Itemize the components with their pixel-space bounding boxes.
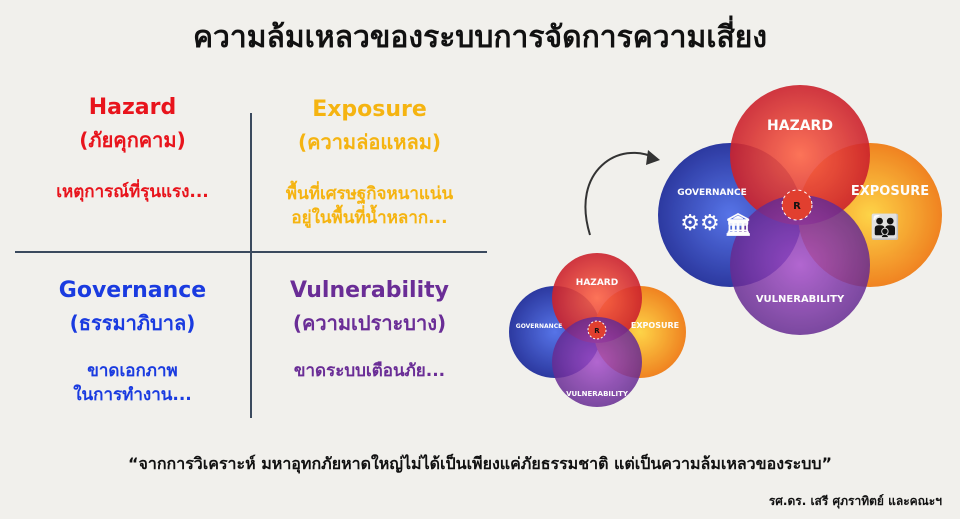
vulnerability-circle — [552, 317, 642, 407]
risk-center — [587, 320, 607, 340]
small-venn: HAZARD GOVERNANCE EXPOSURE VULNERABILITY… — [509, 253, 686, 407]
hazard-label: HAZARD — [576, 278, 618, 288]
exposure-label: EXPOSURE — [851, 184, 929, 199]
risk-label: R — [594, 327, 600, 335]
thai-heading: (ธรรมาภิบาล) — [69, 311, 196, 335]
description-line: ขาดเอกภาพ — [87, 361, 178, 381]
description-line: อยู่ในพื้นที่น้ำหลาก... — [291, 208, 448, 228]
hazard-label: HAZARD — [767, 118, 833, 134]
description: ขาดระบบเตือนภัย... — [293, 361, 446, 381]
description: ขาดเอกภาพในการทำงาน... — [15, 359, 250, 407]
thai-heading: (ภัยคุกคาม) — [79, 128, 186, 152]
description-line: ในการทำงาน... — [73, 385, 192, 405]
slide-title: ความล้มเหลวของระบบการจัดการความเสี่ยง — [192, 20, 768, 55]
hazard-circle — [552, 253, 642, 343]
description-line: พื้นที่เศรษฐกิจหนาแน่น — [285, 184, 454, 204]
quadrant-exposure: Exposure (ความล่อแหลม) พื้นที่เศรษฐกิจหน… — [252, 97, 487, 230]
gears-icon: ⚙⚙ — [680, 211, 719, 236]
people-icon: 👪 — [870, 213, 900, 241]
governance-label: GOVERNANCE — [677, 188, 747, 198]
quadrant-vulnerability: Vulnerability (ความเปราะบาง) ขาดระบบเตือ… — [252, 278, 487, 383]
arrow-head-icon — [646, 150, 660, 165]
heading: Hazard — [88, 95, 177, 120]
description: เหตุการณ์ที่รุนแรง... — [56, 182, 209, 202]
large-venn: HAZARD GOVERNANCE EXPOSURE VULNERABILITY… — [658, 85, 942, 335]
heading: Governance — [58, 278, 207, 303]
governance-label: GOVERNANCE — [516, 323, 562, 330]
description: พื้นที่เศรษฐกิจหนาแน่นอยู่ในพื้นที่น้ำหล… — [252, 182, 487, 230]
author-credit: รศ.ดร. เสรี ศุภราทิตย์ และคณะฯ — [768, 494, 942, 508]
vertical-divider — [250, 113, 252, 418]
vulnerability-circle — [730, 195, 870, 335]
quote: “จากการวิเคราะห์ มหาอุทกภัยหาดใหญ่ไม่ได้… — [127, 454, 833, 473]
heading: Vulnerability — [290, 278, 449, 303]
heading: Exposure — [312, 97, 427, 122]
government-building-icon: 🏛 — [724, 212, 752, 238]
quadrant-governance: Governance (ธรรมาภิบาล) ขาดเอกภาพในการทำ… — [15, 278, 250, 407]
thai-heading: (ความล่อแหลม) — [297, 130, 442, 154]
thai-heading: (ความเปราะบาง) — [292, 311, 447, 335]
quadrant-hazard: Hazard (ภัยคุกคาม) เหตุการณ์ที่รุนแรง... — [15, 95, 250, 204]
vulnerability-label: VULNERABILITY — [566, 390, 629, 398]
horizontal-divider — [15, 251, 487, 253]
curved-arrow — [584, 152, 656, 236]
hazard-circle — [730, 85, 870, 225]
risk-label: R — [793, 201, 801, 212]
exposure-label: EXPOSURE — [631, 321, 679, 330]
vulnerability-label: VULNERABILITY — [756, 294, 845, 305]
risk-center — [781, 189, 813, 221]
